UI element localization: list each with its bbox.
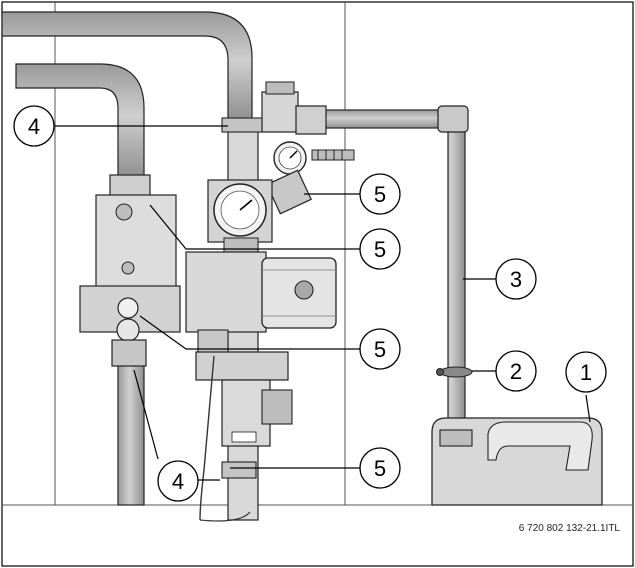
callout-5-d: 5 bbox=[359, 447, 401, 489]
air-separator-block bbox=[79, 174, 181, 367]
svg-text:4: 4 bbox=[172, 469, 184, 494]
lower-valve-group bbox=[195, 351, 293, 522]
return-pipe-lower bbox=[117, 364, 145, 506]
svg-text:5: 5 bbox=[374, 237, 386, 262]
svg-text:4: 4 bbox=[28, 114, 40, 139]
callout-1: 1 bbox=[565, 351, 607, 393]
canister bbox=[431, 417, 603, 506]
callout-4-bottom: 4 bbox=[157, 460, 199, 502]
safety-valve-group bbox=[221, 81, 355, 215]
svg-text:2: 2 bbox=[510, 359, 522, 384]
circulation-pump bbox=[185, 251, 337, 355]
callout-3: 3 bbox=[495, 258, 537, 300]
svg-text:5: 5 bbox=[374, 456, 386, 481]
callout-4-top: 4 bbox=[13, 105, 55, 147]
document-code: 6 720 802 132-21.1ITL bbox=[519, 523, 621, 534]
leader-lines bbox=[55, 125, 591, 481]
callout-5-b: 5 bbox=[359, 228, 401, 270]
hose-clamp bbox=[436, 366, 473, 378]
svg-text:3: 3 bbox=[510, 267, 522, 292]
svg-text:5: 5 bbox=[374, 337, 386, 362]
callout-5-a: 5 bbox=[359, 173, 401, 215]
thermometer-block bbox=[207, 179, 273, 253]
callout-2: 2 bbox=[495, 350, 537, 392]
svg-text:5: 5 bbox=[374, 182, 386, 207]
callout-5-c: 5 bbox=[359, 328, 401, 370]
svg-text:1: 1 bbox=[580, 360, 592, 385]
